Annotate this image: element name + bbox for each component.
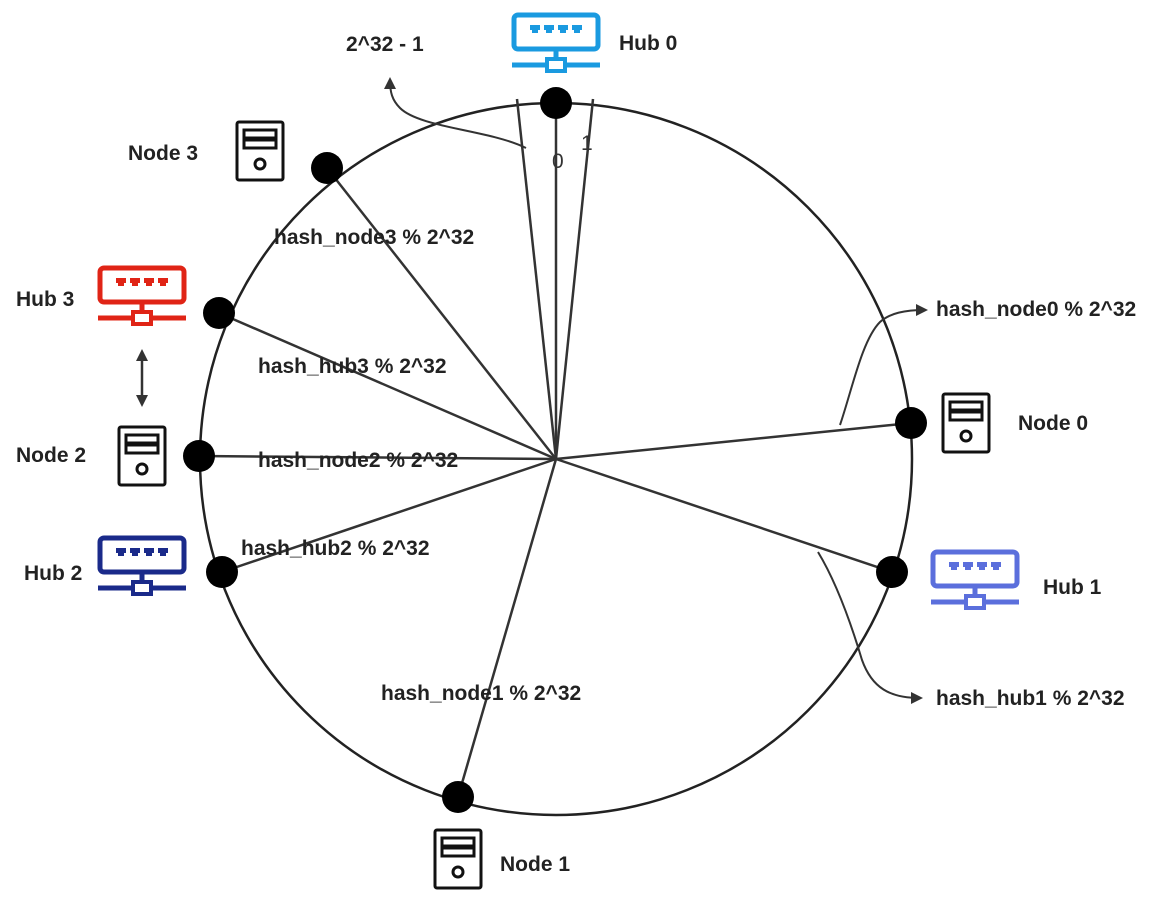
node0-hash-label: hash_node0 % 2^32 bbox=[936, 298, 1136, 321]
hub1-label: Hub 1 bbox=[1043, 576, 1102, 599]
ring-zero-label: 0 bbox=[552, 150, 564, 173]
spoke-node1 bbox=[456, 458, 558, 798]
node1-label: Node 1 bbox=[500, 853, 570, 876]
hub1-position-dot bbox=[876, 556, 908, 588]
spoke-hub2 bbox=[221, 457, 557, 574]
ring-max-label: 2^32 - 1 bbox=[346, 33, 424, 56]
hub3-hash-label: hash_hub3 % 2^32 bbox=[258, 355, 447, 378]
node3-hash-label: hash_node3 % 2^32 bbox=[274, 226, 474, 249]
node3-label: Node 3 bbox=[128, 142, 198, 165]
node2-position-dot bbox=[183, 440, 215, 472]
node1-hash-label: hash_node1 % 2^32 bbox=[381, 682, 581, 705]
node2-label: Node 2 bbox=[16, 444, 86, 467]
node1-server-icon bbox=[433, 828, 483, 890]
node3-position-dot bbox=[311, 152, 343, 184]
node3-server-icon bbox=[235, 120, 285, 182]
ring-one-label: 1 bbox=[581, 132, 593, 155]
ring-spokes bbox=[198, 98, 912, 798]
hub3-network-switch-icon bbox=[98, 268, 186, 324]
hub0-label: Hub 0 bbox=[619, 32, 677, 55]
spoke-node2 bbox=[198, 454, 557, 461]
node0-label: Node 0 bbox=[1018, 412, 1088, 435]
hub2-hash-label: hash_hub2 % 2^32 bbox=[241, 537, 430, 560]
node2-server-icon bbox=[117, 425, 167, 487]
hub1-hash-arrow bbox=[817, 551, 923, 704]
max-value-arrow bbox=[384, 77, 527, 149]
hub3-label: Hub 3 bbox=[16, 288, 74, 311]
hub0-position-dot bbox=[540, 87, 572, 119]
hub1-network-switch-icon bbox=[931, 552, 1019, 608]
hub1-hash-label: hash_hub1 % 2^32 bbox=[936, 687, 1125, 710]
spoke-hub1 bbox=[555, 457, 893, 574]
spoke-node0 bbox=[555, 421, 912, 461]
hub3-position-dot bbox=[203, 297, 235, 329]
node0-position-dot bbox=[895, 407, 927, 439]
hub0-network-switch-icon bbox=[512, 15, 600, 71]
spoke-one bbox=[554, 98, 595, 460]
spoke-node3 bbox=[326, 167, 557, 460]
spoke-max bbox=[515, 98, 558, 460]
node2-hash-label: hash_node2 % 2^32 bbox=[258, 449, 458, 472]
hub2-network-switch-icon bbox=[98, 538, 186, 594]
node0-hash-arrow bbox=[839, 304, 928, 426]
hub2-position-dot bbox=[206, 556, 238, 588]
node0-server-icon bbox=[941, 392, 991, 454]
hub2-label: Hub 2 bbox=[24, 562, 82, 585]
node1-position-dot bbox=[442, 781, 474, 813]
spoke-hub3 bbox=[218, 311, 557, 461]
